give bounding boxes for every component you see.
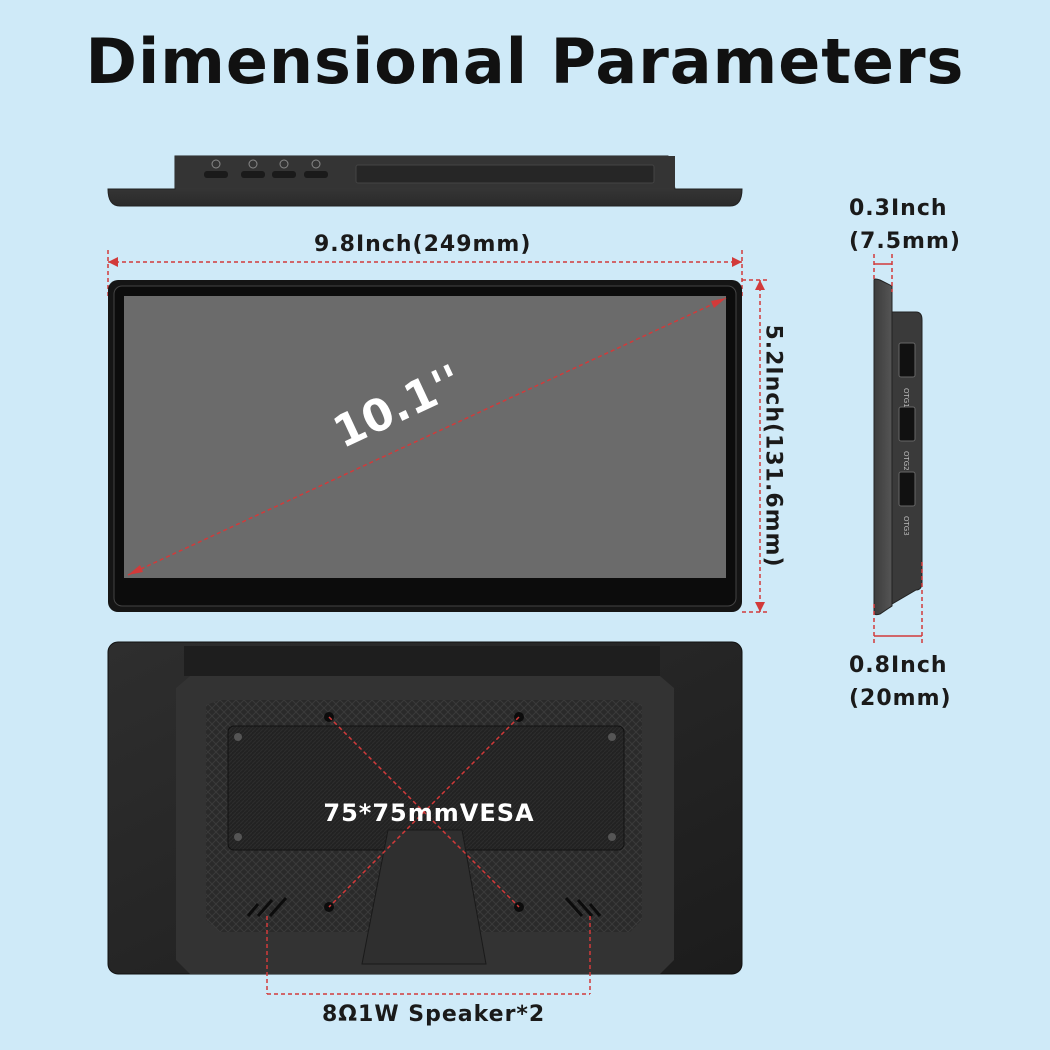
vesa-cross-lines	[328, 716, 520, 908]
depth-thick-dimension	[873, 562, 923, 644]
speaker-grille-left	[246, 897, 288, 917]
height-label: 5.2Inch(131.6mm)	[760, 324, 786, 568]
speaker-dimension	[266, 916, 591, 995]
depth-thick-label: 0.8Inch (20mm)	[849, 649, 952, 715]
vesa-label: 75*75mmVESA	[323, 799, 534, 827]
depth-thin-label: 0.3Inch (7.5mm)	[849, 192, 961, 258]
side-view: OTG1 OTG2 OTG3	[873, 278, 923, 616]
stand	[361, 829, 487, 965]
depth-thin-inch: 0.3Inch	[849, 196, 948, 221]
speaker-grille-right	[564, 897, 602, 917]
back-view: 75*75mmVESA	[107, 641, 743, 975]
top-edge-view	[107, 155, 743, 207]
depth-thick-inch: 0.8Inch	[849, 653, 948, 678]
depth-thin-mm: (7.5mm)	[849, 229, 961, 254]
port-label-otg2: OTG2	[902, 451, 910, 471]
port-label-otg1: OTG1	[902, 388, 910, 408]
depth-thin-dimension	[873, 254, 893, 292]
depth-thick-mm: (20mm)	[849, 686, 952, 711]
speaker-label: 8Ω1W Speaker*2	[322, 1002, 546, 1027]
page-title: Dimensional Parameters	[85, 25, 965, 98]
width-dimension	[107, 250, 743, 298]
top-buttons	[204, 159, 328, 178]
port-label-otg3: OTG3	[902, 516, 910, 536]
width-label: 9.8Inch(249mm)	[314, 232, 532, 257]
height-dimension	[742, 279, 768, 613]
front-view: 10.1''	[108, 280, 742, 612]
usb-ports	[898, 342, 916, 507]
diagonal-line	[127, 297, 727, 576]
